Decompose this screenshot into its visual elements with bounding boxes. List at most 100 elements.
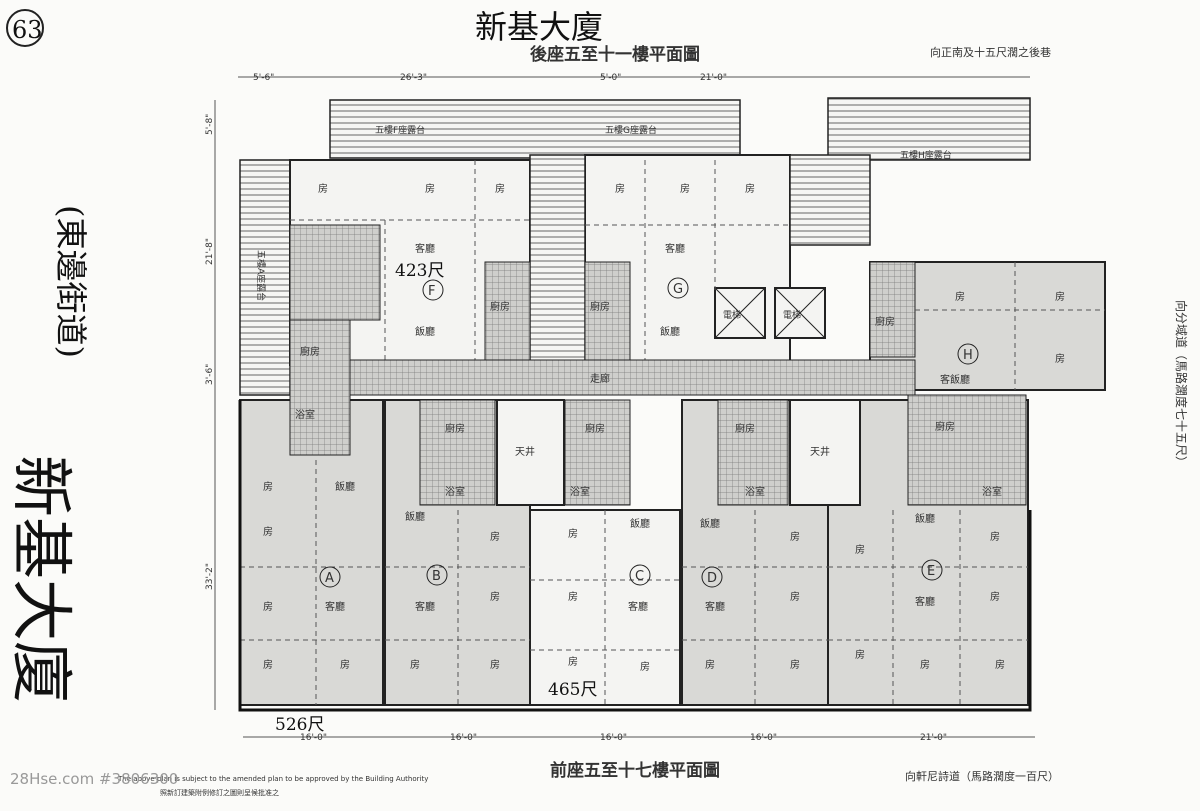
amendment-note-chinese: 照新訂建築附例修訂之圖則呈候批准之: [160, 788, 279, 797]
room-label: 浴室: [570, 485, 590, 498]
kitchen-e-area: [907, 394, 1027, 506]
room-label: 廚房: [875, 315, 895, 328]
room-label: 房: [920, 658, 930, 671]
room-label: 浴室: [445, 485, 465, 498]
room-label: 房: [995, 658, 1005, 671]
dimension-label: 16'-0": [300, 733, 327, 743]
room-label: 廚房: [590, 300, 610, 313]
room-label: 廚房: [585, 422, 605, 435]
kitchen-d-area: [717, 399, 789, 506]
unit-letter-c: C: [635, 569, 644, 584]
room-labels: 房 房 房 客廳 飯廳 廚房 房 房 房 客廳 飯廳 廚房 電梯 電梯 房 房 …: [263, 182, 1065, 673]
room-label: 飯廳: [915, 512, 935, 525]
room-label: 房: [990, 530, 1000, 543]
dimension-label: 21'-8": [205, 238, 215, 265]
room-label: 客廳: [325, 600, 345, 613]
room-label: 房: [425, 182, 435, 195]
staircase: [289, 224, 381, 321]
kitchen-b-area: [419, 399, 496, 506]
room-label: 房: [263, 525, 273, 538]
dimension-label: 5'-0": [600, 73, 621, 83]
dimension-label: 16'-0": [450, 733, 477, 743]
unit-letter-f: F: [428, 284, 435, 299]
handwritten-top-title: 新基大廈: [475, 8, 603, 46]
balcony-h: [827, 97, 1031, 161]
dimension-label: 16'-0": [600, 733, 627, 743]
room-label: 房: [495, 182, 505, 195]
amendment-note: The above plan is subject to the amended…: [117, 775, 428, 783]
watermark: 28Hse.com #3806300: [10, 770, 179, 788]
room-label: 房: [955, 290, 965, 303]
room-label: 客廳: [415, 600, 435, 613]
room-label: 電梯: [723, 309, 741, 321]
room-label: 房: [640, 660, 650, 673]
corner-circle: [6, 9, 44, 47]
balcony-label-g: 五樓G座露台: [605, 124, 657, 136]
dimension-label: 33'-2": [205, 563, 215, 590]
room-label: 房: [705, 658, 715, 671]
handwritten-corner-number: 63: [12, 16, 43, 44]
handwritten-area-c: 465尺: [548, 680, 597, 700]
handwritten-area-f: 423尺: [395, 261, 444, 281]
room-label: 客廳: [628, 600, 648, 613]
room-label: 房: [568, 590, 578, 603]
room-label: 房: [855, 543, 865, 556]
bottom-dimension-line: 16'-0" 16'-0" 16'-0" 16'-0" 21'-0": [243, 733, 1035, 743]
handwritten-area-a: 526尺: [275, 715, 324, 735]
room-label: 房: [568, 527, 578, 540]
unit-letter-a: A: [325, 571, 334, 586]
room-label: 房: [790, 590, 800, 603]
corridor: [289, 359, 916, 396]
dimension-label: 16'-0": [750, 733, 777, 743]
handwritten-street: (東邊街道): [52, 205, 90, 358]
corridor-label: 走廊: [590, 372, 610, 385]
kitchen-a-area: [289, 319, 351, 456]
room-label: 浴室: [745, 485, 765, 498]
balcony-label-f: 五樓F座露台: [375, 124, 425, 136]
room-label: 廚房: [445, 422, 465, 435]
rear-plan-title: 後座五至十一樓平面圖: [530, 44, 700, 65]
dimension-label: 21'-0": [700, 73, 727, 83]
kitchen-h-area: [869, 261, 916, 358]
room-label: 房: [790, 658, 800, 671]
unit-letter-h: H: [963, 348, 973, 363]
room-label: 浴室: [982, 485, 1002, 498]
dimension-label: 3'-6": [205, 364, 215, 385]
room-label: 房: [410, 658, 420, 671]
room-label: 客廳: [665, 242, 685, 255]
handwritten-left-title: 新基大廈: [5, 455, 78, 703]
balcony-a: [239, 159, 291, 396]
kitchen-c-area: [564, 399, 631, 506]
room-label: 電梯: [783, 309, 801, 321]
room-label: 房: [790, 530, 800, 543]
orientation-bottom-right: 向軒尼詩道（馬路濶度一百尺）: [905, 769, 1059, 783]
room-label: 房: [490, 530, 500, 543]
room-label: 飯廳: [415, 325, 435, 338]
room-label: 房: [568, 655, 578, 668]
orientation-top-right: 向正南及十五尺濶之後巷: [930, 45, 1051, 59]
stair-fg: [529, 154, 586, 366]
room-label: 客廳: [705, 600, 725, 613]
stair-gh: [789, 154, 871, 246]
dimension-label: 5'-8": [205, 114, 215, 135]
unit-letter-e: E: [927, 564, 935, 579]
room-label: 房: [615, 182, 625, 195]
room-label: 飯廳: [660, 325, 680, 338]
room-label: 房: [340, 658, 350, 671]
room-label: 飯廳: [630, 517, 650, 530]
room-label: 房: [263, 480, 273, 493]
room-label: 浴室: [295, 408, 315, 421]
dimension-label: 21'-0": [920, 733, 947, 743]
room-label: 客廳: [415, 242, 435, 255]
room-label: 房: [1055, 352, 1065, 365]
balcony-label-h: 五樓H座露台: [900, 149, 952, 161]
room-label: 房: [490, 590, 500, 603]
room-label: 房: [263, 658, 273, 671]
unit-letter-d: D: [707, 571, 717, 586]
lightwell-bc: [496, 399, 565, 506]
room-label: 客廳: [915, 595, 935, 608]
left-dimension-line: 5'-8" 21'-8" 3'-6" 33'-2": [205, 100, 216, 710]
room-label: 房: [745, 182, 755, 195]
dimension-label: 5'-6": [253, 73, 274, 83]
